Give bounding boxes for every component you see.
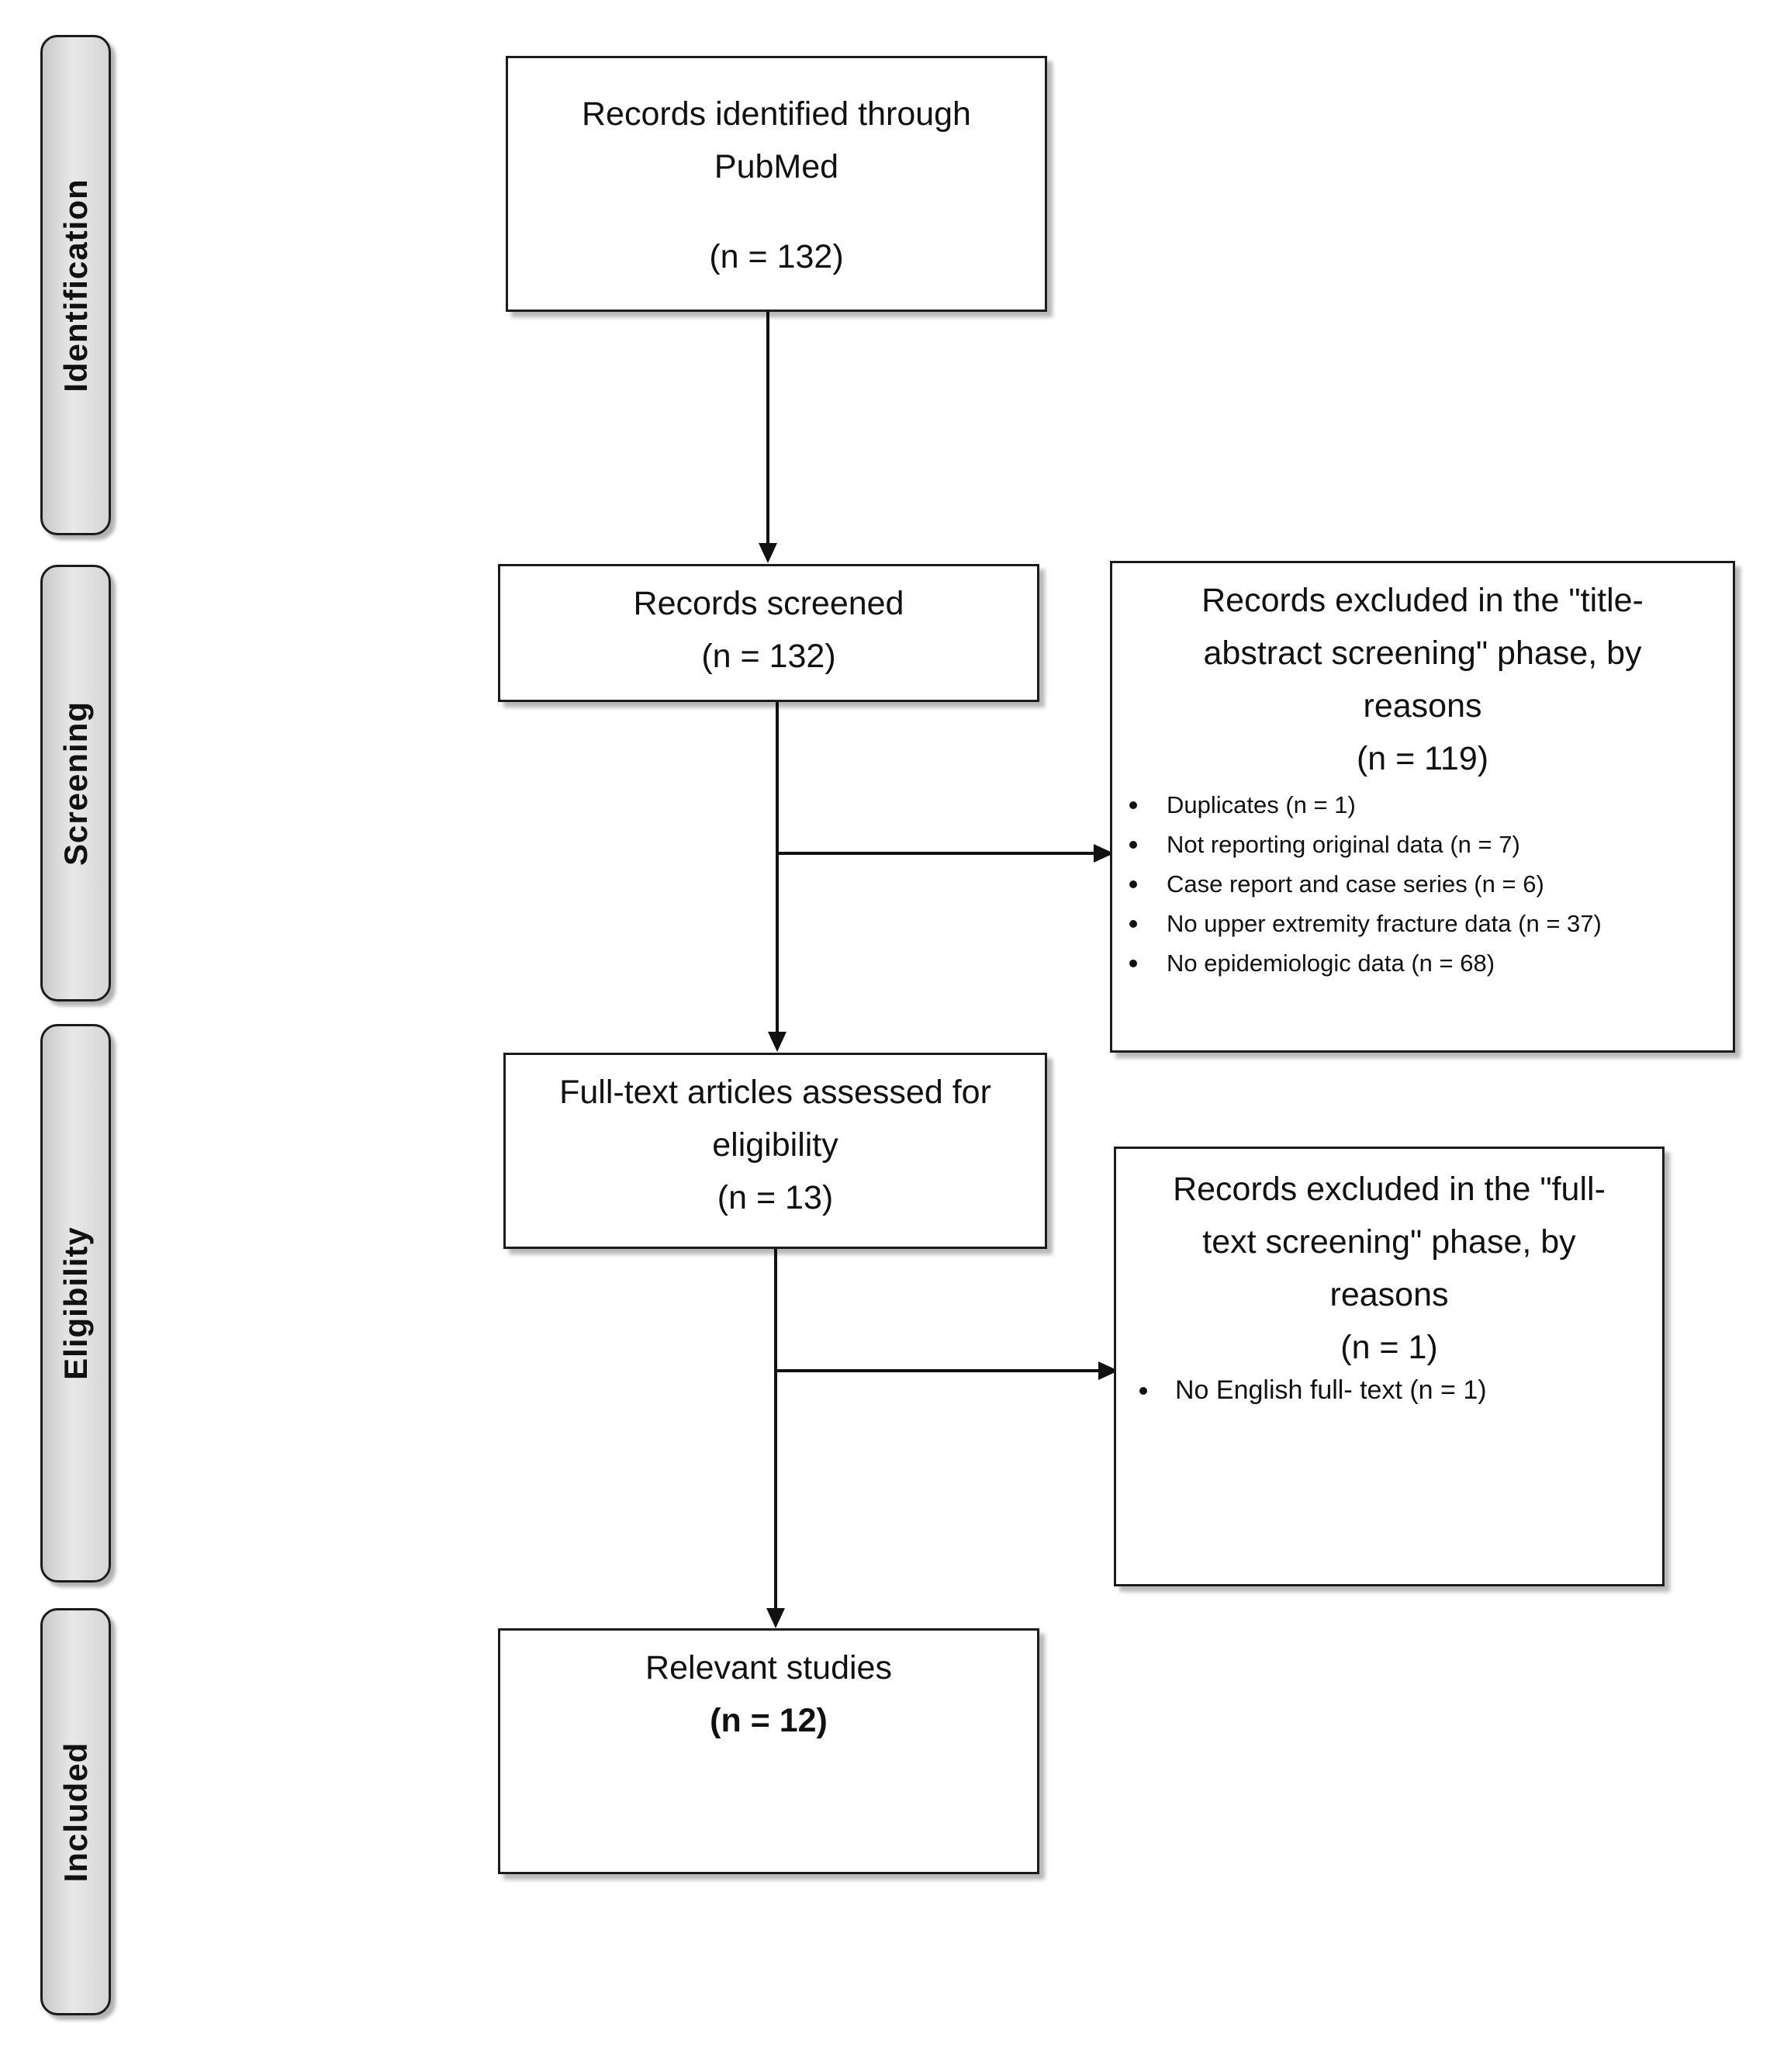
reason-text: Duplicates (n = 1)	[1167, 791, 1356, 818]
identified-line1: Records identified through	[582, 95, 971, 133]
screened-line1: Records screened	[633, 585, 904, 622]
box-excluded-title-abstract: Records excluded in the "title- abstract…	[1110, 561, 1735, 1053]
phase-eligibility: Eligibility	[40, 1024, 111, 1583]
box-records-identified: Records identified through PubMed (n = 1…	[506, 56, 1047, 312]
excluded-ta-line1: Records excluded in the "title-	[1201, 582, 1644, 619]
box-records-screened: Records screened (n = 132)	[498, 564, 1039, 702]
fulltext-line2: eligibility	[712, 1126, 838, 1164]
excluded-ft-line2: text screening" phase, by	[1202, 1223, 1576, 1261]
arrow-head-excluded-title-abstract	[1094, 844, 1114, 863]
excluded-ta-count: (n = 119)	[1356, 740, 1489, 777]
reason-text: No upper extremity fracture data (n = 37…	[1167, 910, 1602, 937]
reason-text: No epidemiologic data (n = 68)	[1167, 950, 1495, 977]
arrow-head-excluded-full-text	[1098, 1361, 1118, 1380]
excluded-ta-line2: abstract screening" phase, by	[1203, 635, 1642, 672]
excluded-ft-line1: Records excluded in the "full-	[1173, 1171, 1606, 1208]
excluded-ta-reasons: Duplicates (n = 1) Not reporting origina…	[1112, 785, 1733, 983]
arrow-head-screened	[759, 543, 777, 563]
excluded-ft-line3: reasons	[1329, 1276, 1449, 1313]
bullet-dot	[1139, 1387, 1147, 1395]
box-excluded-full-text: Records excluded in the "full- text scre…	[1114, 1147, 1665, 1586]
bullet-dot	[1129, 920, 1137, 928]
box-included: Relevant studies (n = 12)	[498, 1628, 1039, 1874]
reason-text: Not reporting original data (n = 7)	[1167, 831, 1520, 858]
phase-identification: Identification	[40, 35, 111, 535]
included-count: (n = 12)	[710, 1702, 828, 1739]
arrow-head-fulltext	[768, 1032, 787, 1052]
screened-count: (n = 132)	[701, 638, 836, 675]
arrow-head-included	[766, 1608, 785, 1628]
bullet-dot	[1129, 960, 1137, 967]
bullet-dot	[1129, 880, 1137, 888]
reason-text: Case report and case series (n = 6)	[1167, 870, 1544, 898]
fulltext-count: (n = 13)	[717, 1179, 834, 1216]
list-item: Not reporting original data (n = 7)	[1112, 825, 1733, 864]
excluded-ft-reasons: No English full- text (n = 1)	[1116, 1371, 1662, 1410]
fulltext-line1: Full-text articles assessed for	[559, 1074, 991, 1111]
bullet-dot	[1129, 841, 1137, 849]
identified-line2: PubMed	[714, 148, 839, 185]
excluded-ta-line3: reasons	[1363, 687, 1482, 725]
phase-included: Included	[40, 1608, 111, 2015]
included-line1: Relevant studies	[645, 1649, 892, 1686]
reason-text: No English full- text (n = 1)	[1175, 1375, 1487, 1405]
identified-count: (n = 132)	[709, 238, 844, 275]
box-fulltext-assessed: Full-text articles assessed for eligibil…	[503, 1053, 1047, 1249]
list-item: Duplicates (n = 1)	[1112, 785, 1733, 825]
excluded-ft-count: (n = 1)	[1340, 1329, 1438, 1366]
list-item: No English full- text (n = 1)	[1116, 1371, 1662, 1410]
list-item: No epidemiologic data (n = 68)	[1112, 943, 1733, 983]
list-item: Case report and case series (n = 6)	[1112, 864, 1733, 904]
bullet-dot	[1129, 801, 1137, 809]
list-item: No upper extremity fracture data (n = 37…	[1112, 904, 1733, 943]
phase-screening: Screening	[40, 565, 111, 1001]
